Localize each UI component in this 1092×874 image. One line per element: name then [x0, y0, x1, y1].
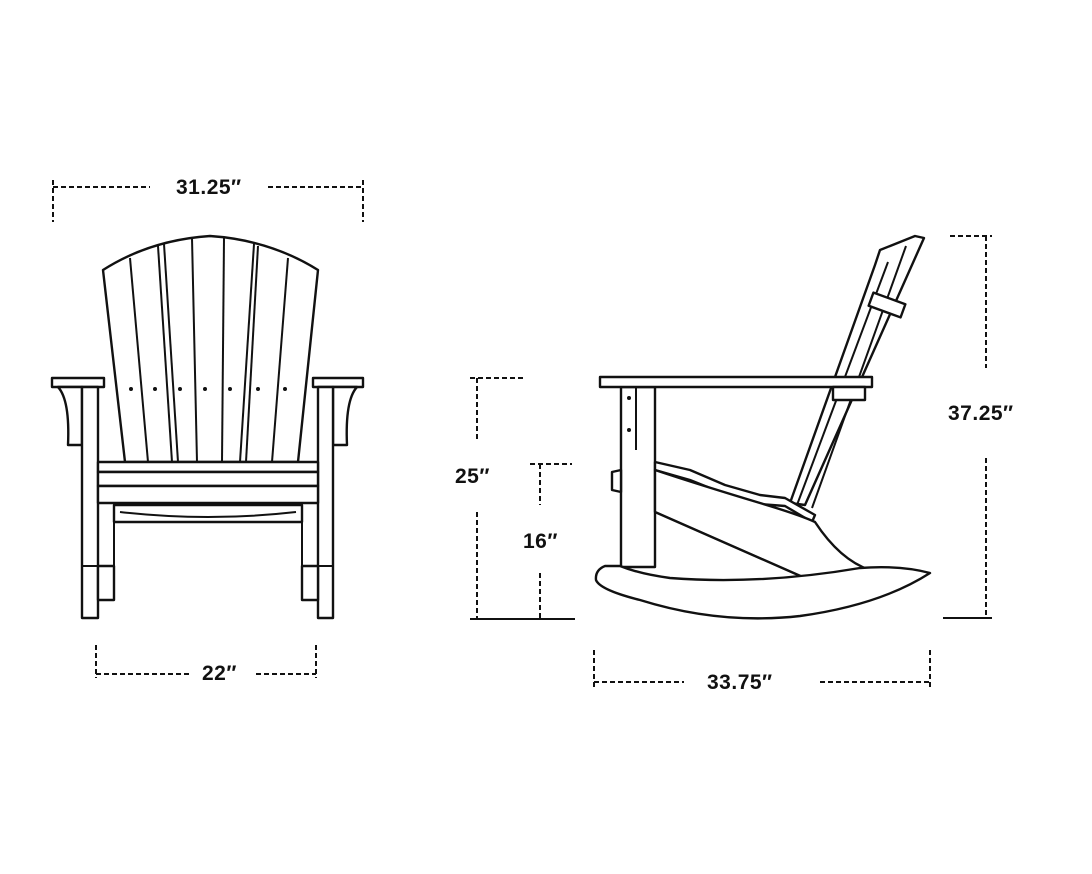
side-view-chair	[594, 234, 932, 620]
arm-height-label: 25″	[455, 465, 490, 489]
screw-dots	[129, 387, 287, 391]
dimension-lines	[52, 180, 992, 688]
seat-width-label: 22″	[202, 662, 237, 686]
front-view-chair	[50, 234, 365, 620]
seat-height-label: 16″	[523, 530, 558, 554]
overall-depth-label: 33.75″	[707, 671, 773, 695]
front-width-label: 31.25″	[176, 176, 242, 200]
overall-height-label: 37.25″	[948, 402, 1014, 426]
